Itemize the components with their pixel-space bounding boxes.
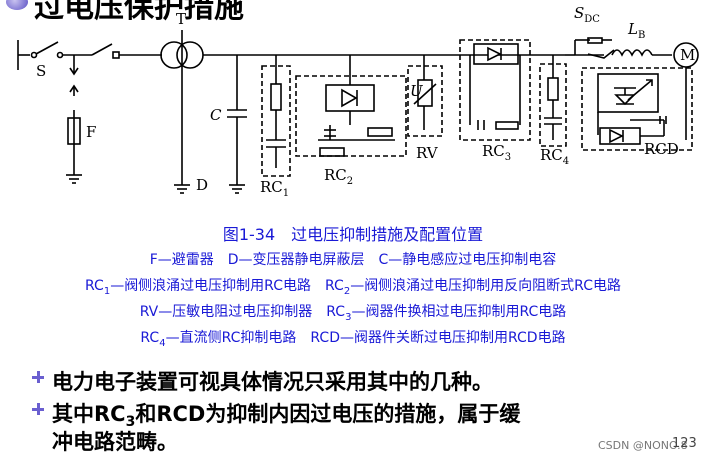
figure-caption-title: 图1-34 过电压抑制措施及配置位置 bbox=[222, 225, 484, 244]
bullet-plus-icon bbox=[32, 403, 44, 415]
title-bullet-icon bbox=[6, 0, 28, 10]
label-RCD: RCD bbox=[644, 140, 679, 158]
label-S: S bbox=[36, 62, 46, 80]
bullet-2-continuation: 冲电路范畴。 bbox=[52, 430, 178, 454]
bullet-plus-icon bbox=[32, 371, 44, 383]
label-RC2: RC2 bbox=[324, 166, 353, 187]
label-M: M bbox=[680, 46, 695, 64]
page-number: 123 bbox=[672, 436, 697, 451]
label-C: C bbox=[210, 106, 222, 124]
label-LB: LB bbox=[627, 20, 645, 41]
label-F: F bbox=[86, 123, 96, 141]
label-SDC: SDC bbox=[574, 4, 600, 25]
label-RV: RV bbox=[416, 144, 439, 162]
label-RC3: RC3 bbox=[482, 142, 511, 163]
caption-line-4: RC4—直流侧RC抑制电路 RCD—阀器件关断过电压抑制用RCD电路 bbox=[140, 330, 566, 349]
overvoltage-protection-circuit-diagram: S T F D C RC1 RC2 U RV RC3 RC4 SDC LB M … bbox=[17, 4, 699, 199]
label-D: D bbox=[196, 176, 208, 194]
label-U: U bbox=[410, 82, 424, 100]
bullet-1: 电力电子装置可视具体情况只采用其中的几种。 bbox=[32, 366, 493, 396]
caption-line-1: F—避雷器 D—变压器静电屏蔽层 C—静电感应过电压抑制电容 bbox=[149, 252, 557, 268]
bullet-2: 其中RC3和RCD为抑制内因过电压的措施，属于缓 bbox=[32, 398, 520, 430]
watermark: CSDN @NONO.8 bbox=[598, 439, 688, 452]
label-RC4: RC4 bbox=[540, 146, 569, 167]
label-T: T bbox=[176, 10, 186, 28]
slide-title-fragment: 过电压保护措施 bbox=[34, 0, 244, 25]
caption-line-2: RC1—阀侧浪涌过电压抑制用RC电路 RC2—阀侧浪涌过电压抑制用反向阻断式RC… bbox=[85, 278, 621, 297]
caption-line-3: RV—压敏电阻过电压抑制器 RC3—阀器件换相过电压抑制用RC电路 bbox=[139, 304, 567, 323]
label-RC1: RC1 bbox=[260, 178, 289, 199]
